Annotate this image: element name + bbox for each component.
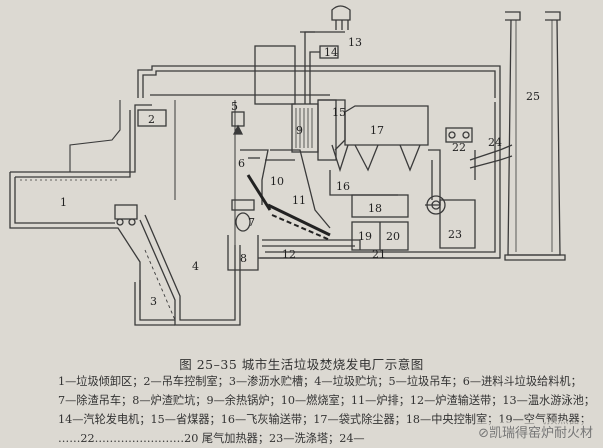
label-16: 16: [336, 180, 350, 193]
label-4: 4: [192, 260, 199, 273]
label-19: 19: [358, 230, 372, 243]
watermark: ⊘凯瑞得窑炉耐火材: [476, 422, 595, 441]
label-8: 8: [240, 252, 247, 265]
bag-filter: [331, 105, 429, 173]
label-21: 21: [372, 248, 386, 261]
label-22: 22: [452, 141, 466, 154]
central-control-room: [351, 194, 409, 218]
slag-pit: [227, 235, 259, 271]
steam-pipe: [300, 5, 351, 104]
label-15: 15: [332, 106, 346, 119]
turbine-generator: [319, 45, 339, 59]
stack-duct: [469, 155, 513, 169]
legend-line: 14—汽轮发电机；15—省煤器；16—飞灰输送带；17—袋式除尘器；18—中央控…: [58, 413, 591, 426]
label-6: 6: [238, 157, 245, 170]
label-20: 20: [386, 230, 400, 243]
label-12: 12: [282, 248, 296, 261]
slag-crane: [231, 199, 255, 232]
slag-conveyor: [262, 239, 361, 250]
stack-duct: [469, 144, 513, 161]
label-18: 18: [368, 202, 382, 215]
combustion-chamber: [265, 149, 331, 241]
label-2: 2: [148, 113, 155, 126]
label-17: 17: [370, 124, 384, 137]
refuse-bunker: [134, 214, 241, 326]
label-14: 14: [324, 46, 338, 59]
chimney: [504, 11, 566, 261]
waste-heat-boiler: [254, 45, 337, 161]
label-11: 11: [292, 194, 306, 207]
scrubber-tower: [439, 199, 476, 249]
flue-gas-duct: [425, 149, 446, 215]
label-3: 3: [150, 295, 157, 308]
legend-line: 1—垃圾倾卸区；2—吊车控制室；3—渗沥水贮槽；4—垃圾贮坑；5—垃圾吊车；6—…: [58, 375, 582, 388]
crane-control-room: [137, 109, 167, 127]
tipping-area: [9, 104, 152, 300]
refuse-crane: [150, 94, 330, 135]
plant-schematic: 1 2 3 4 5 6 7 8 9 10 11 12 13 14 15 16 1…: [9, 5, 566, 326]
legend-line: 7—除渣吊车；8—炉渣贮坑；9—余热锅炉；10—燃烧室；11—炉排；12—炉渣输…: [58, 394, 595, 407]
label-1: 1: [60, 196, 67, 209]
label-10: 10: [270, 175, 284, 188]
label-24: 24: [488, 136, 502, 149]
feed-hopper: [240, 149, 272, 211]
label-25: 25: [526, 90, 540, 103]
induced-fan: [445, 127, 476, 180]
figure-legend: 1—垃圾倾卸区；2—吊车控制室；3—渗沥水贮槽；4—垃圾贮坑；5—垃圾吊车；6—…: [58, 372, 598, 448]
label-23: 23: [448, 228, 462, 241]
label-13: 13: [348, 36, 362, 49]
figure-title: 图 25–35 城市生活垃圾焚烧发电厂示意图: [179, 357, 424, 372]
legend-line: ……22……………………20 尾气加热器；23—洗涤塔；24—: [58, 432, 365, 445]
label-9: 9: [296, 124, 303, 137]
label-5: 5: [231, 100, 238, 113]
label-7: 7: [248, 216, 255, 229]
